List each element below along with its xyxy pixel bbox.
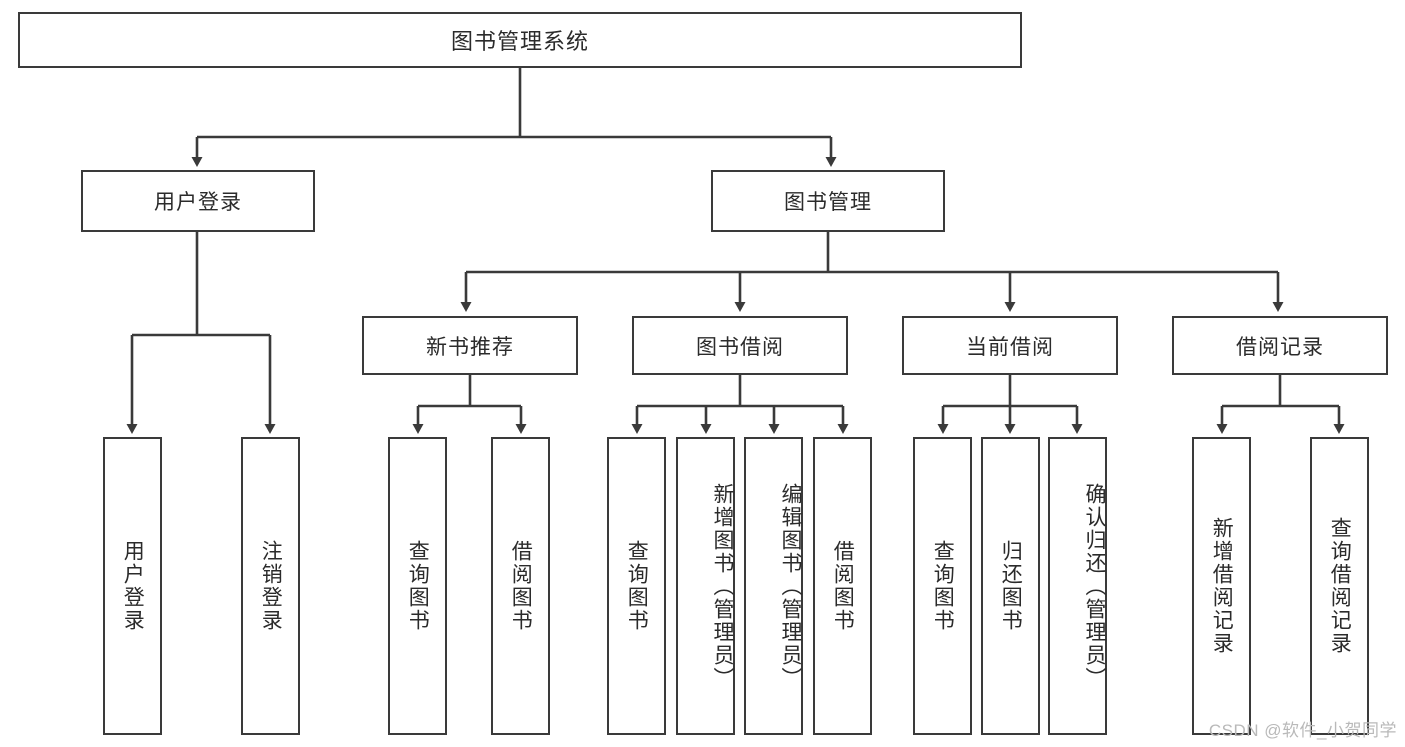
leaf-borrow-record-add[interactable]: 新增借阅记录 — [1192, 437, 1251, 735]
node-current-borrow[interactable]: 当前借阅 — [902, 316, 1118, 375]
node-label: 借阅图书 — [831, 540, 855, 632]
leaf-book-borrow-add[interactable]: 新增图书（管理员） — [676, 437, 735, 735]
node-label: 图书借阅 — [696, 335, 784, 359]
node-root-system[interactable]: 图书管理系统 — [18, 12, 1022, 68]
node-label: 当前借阅 — [966, 335, 1054, 359]
node-label: 查询图书 — [625, 540, 649, 632]
node-label: 确认归还（管理员） — [1083, 482, 1106, 690]
leaf-book-borrow-borrow[interactable]: 借阅图书 — [813, 437, 872, 735]
leaf-borrow-record-query[interactable]: 查询借阅记录 — [1310, 437, 1369, 735]
node-label: 借阅图书 — [509, 540, 533, 632]
node-label: 查询图书 — [406, 540, 430, 632]
node-new-book-recommend[interactable]: 新书推荐 — [362, 316, 578, 375]
node-book-borrow[interactable]: 图书借阅 — [632, 316, 848, 375]
csdn-watermark: CSDN @软件_小贺同学 — [1208, 721, 1397, 740]
leaf-book-borrow-query[interactable]: 查询图书 — [607, 437, 666, 735]
leaf-new-book-borrow[interactable]: 借阅图书 — [491, 437, 550, 735]
node-label: 借阅记录 — [1236, 335, 1324, 359]
node-label: 用户登录 — [154, 191, 242, 214]
node-label: 查询图书 — [931, 540, 955, 632]
leaf-user-login-logout[interactable]: 注销登录 — [241, 437, 300, 735]
leaf-book-borrow-edit[interactable]: 编辑图书（管理员） — [744, 437, 803, 735]
node-label: 归还图书 — [999, 540, 1023, 632]
node-label: 图书管理系统 — [450, 29, 589, 54]
leaf-new-book-query[interactable]: 查询图书 — [388, 437, 447, 735]
leaf-current-borrow-confirm-return[interactable]: 确认归还（管理员） — [1048, 437, 1107, 735]
node-label: 编辑图书（管理员） — [779, 482, 802, 690]
node-label: 图书管理 — [784, 191, 872, 214]
node-user-login[interactable]: 用户登录 — [81, 170, 315, 232]
node-label: 新增借阅记录 — [1210, 517, 1234, 655]
node-label: 用户登录 — [121, 540, 145, 632]
node-label: 新增图书（管理员） — [711, 482, 734, 690]
leaf-user-login-login[interactable]: 用户登录 — [103, 437, 162, 735]
node-label: 查询借阅记录 — [1328, 517, 1352, 655]
node-label: 新书推荐 — [426, 335, 514, 359]
node-label: 注销登录 — [259, 540, 283, 632]
leaf-current-borrow-return[interactable]: 归还图书 — [981, 437, 1040, 735]
leaf-current-borrow-query[interactable]: 查询图书 — [913, 437, 972, 735]
node-book-management[interactable]: 图书管理 — [711, 170, 945, 232]
node-borrow-record[interactable]: 借阅记录 — [1172, 316, 1388, 375]
